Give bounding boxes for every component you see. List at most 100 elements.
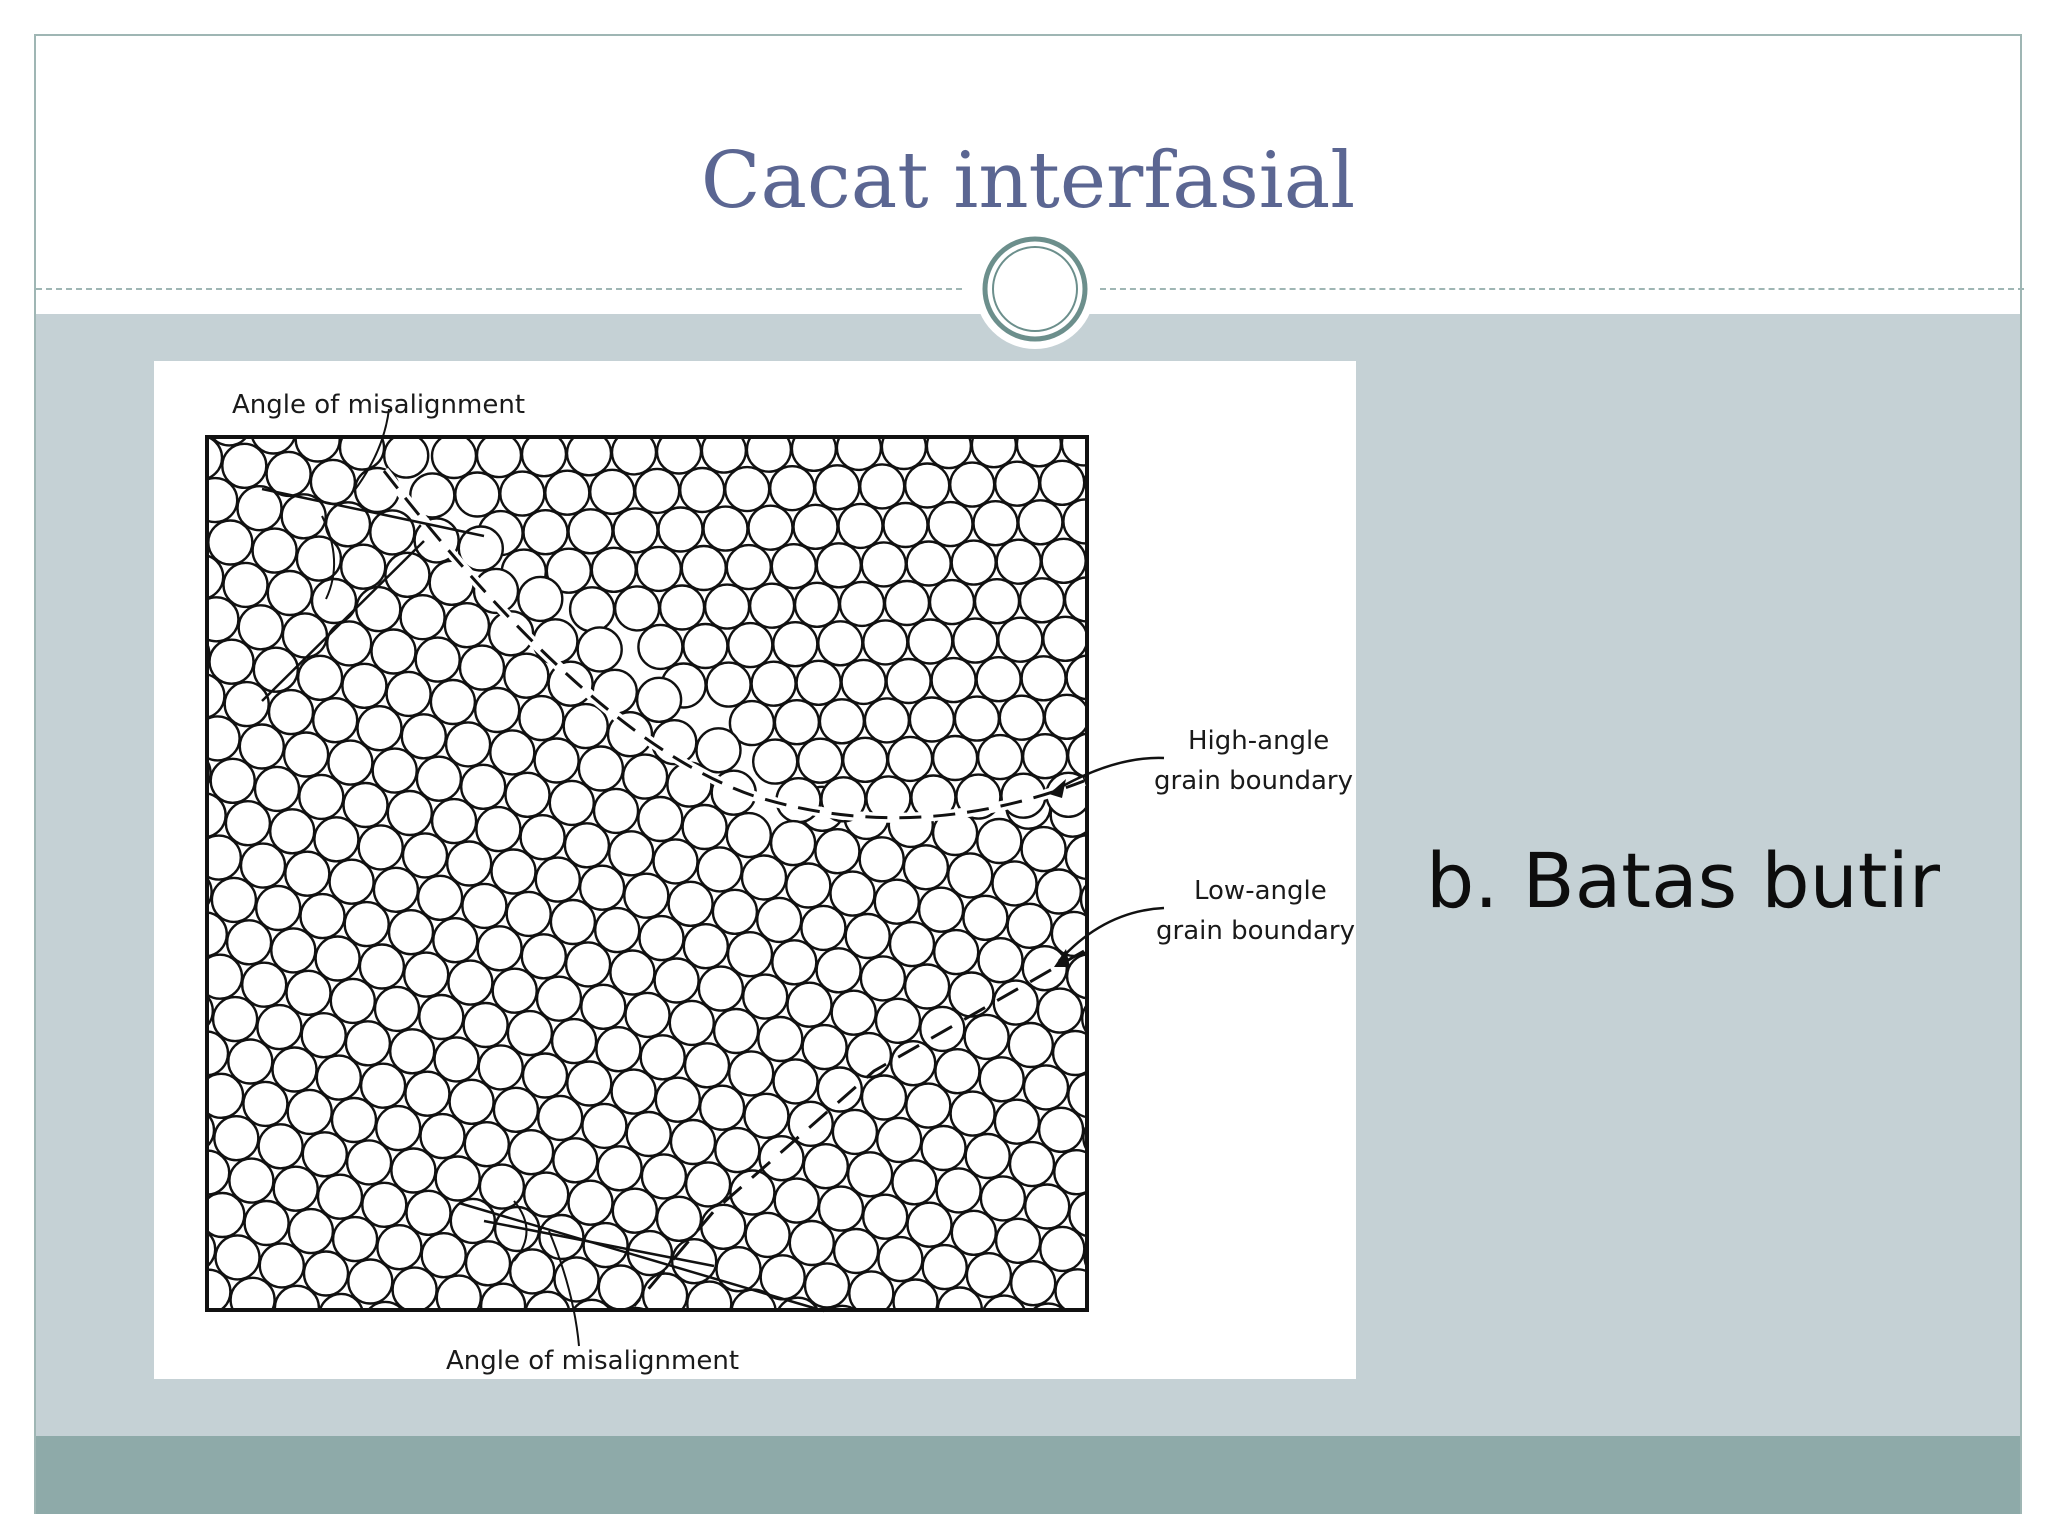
atom — [859, 463, 906, 510]
atom — [506, 1009, 554, 1057]
atom — [1054, 1268, 1087, 1310]
atom — [949, 461, 996, 508]
atom — [668, 999, 715, 1047]
atom — [313, 816, 360, 863]
atom — [964, 1132, 1011, 1180]
atom — [325, 620, 373, 667]
atom — [359, 1062, 407, 1109]
atom — [403, 951, 450, 998]
atom — [370, 628, 417, 675]
atom — [596, 1145, 643, 1192]
atom — [842, 736, 889, 783]
atom — [207, 911, 228, 958]
atom — [507, 1129, 555, 1176]
atom — [874, 997, 922, 1044]
atom — [802, 1143, 849, 1190]
atom — [463, 1121, 510, 1168]
atom — [238, 723, 286, 770]
atom — [475, 805, 522, 853]
atom — [972, 499, 1019, 547]
atom — [786, 981, 833, 1028]
atom — [1066, 732, 1087, 779]
atom — [1088, 616, 1132, 660]
atom — [1063, 576, 1087, 623]
atom — [315, 1054, 363, 1101]
atom — [1020, 655, 1067, 702]
atom — [790, 437, 838, 472]
atom — [832, 1227, 880, 1275]
atom — [658, 584, 706, 631]
atom — [549, 898, 597, 946]
atom — [862, 1193, 909, 1240]
atom — [1010, 1260, 1057, 1307]
atom — [594, 906, 641, 954]
atom — [800, 904, 847, 952]
atom — [324, 501, 372, 548]
atom — [1006, 902, 1053, 949]
atom — [637, 623, 684, 671]
atom — [252, 646, 300, 693]
atom — [818, 698, 866, 745]
atom — [384, 551, 431, 599]
atom — [1039, 459, 1086, 507]
atom — [287, 1207, 335, 1255]
atom — [435, 1274, 482, 1310]
atom — [840, 658, 887, 706]
atom — [888, 920, 936, 968]
atom — [950, 539, 997, 586]
atom — [371, 747, 418, 794]
atom — [1064, 833, 1087, 881]
atom — [448, 1078, 495, 1125]
atom — [680, 544, 727, 592]
low-angle-label-line1: Low-angle — [1194, 876, 1327, 906]
atom — [1091, 772, 1135, 816]
atom — [258, 1242, 306, 1289]
atom — [286, 1088, 333, 1136]
atom — [769, 819, 817, 867]
atom — [1035, 868, 1082, 915]
atom — [613, 585, 661, 632]
atom — [667, 880, 714, 927]
atom — [797, 737, 844, 784]
atom — [285, 969, 332, 1016]
atom — [758, 1135, 805, 1182]
atom — [654, 1076, 701, 1123]
atom — [474, 686, 521, 734]
atom — [905, 540, 952, 587]
atom — [1024, 1183, 1071, 1230]
atom — [581, 1102, 628, 1150]
atom — [207, 1230, 217, 1268]
atom — [207, 834, 242, 881]
atom — [207, 715, 241, 762]
crystal-border — [205, 435, 1089, 1312]
atom — [1022, 1064, 1070, 1111]
atom — [817, 1185, 865, 1232]
atom — [639, 1034, 686, 1081]
atom — [535, 975, 583, 1022]
atom — [982, 1294, 1027, 1310]
atom — [740, 854, 788, 901]
atom — [625, 1110, 672, 1158]
atom — [430, 437, 478, 480]
atom — [848, 1270, 895, 1310]
atom — [976, 817, 1023, 865]
atom — [891, 1159, 938, 1206]
atom — [281, 612, 329, 659]
atom — [686, 1280, 733, 1310]
atom — [835, 437, 883, 472]
atom — [401, 832, 449, 879]
atom — [207, 1191, 246, 1239]
atom — [684, 1161, 732, 1208]
atom — [280, 493, 327, 540]
atom — [845, 1031, 893, 1079]
atom — [366, 1300, 405, 1310]
atom — [298, 773, 345, 821]
atom — [714, 1126, 761, 1174]
atom — [343, 900, 390, 948]
atom — [679, 466, 726, 514]
atom — [729, 1169, 776, 1216]
atom — [562, 702, 609, 750]
atom — [965, 1252, 1013, 1299]
atom — [1018, 577, 1066, 624]
atom — [369, 509, 416, 556]
